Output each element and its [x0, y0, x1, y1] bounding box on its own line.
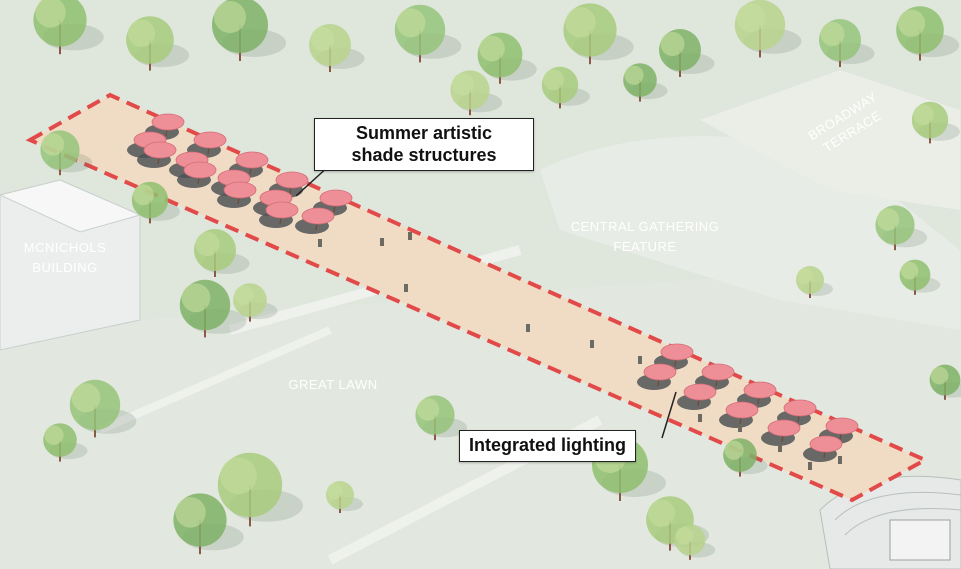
- tree-highlight: [195, 232, 220, 256]
- broadway-terrace-area: [700, 70, 960, 210]
- light-fixture: [838, 456, 842, 464]
- tree-highlight: [214, 1, 246, 33]
- umbrella-canopy: [301, 207, 335, 225]
- light-fixture: [408, 232, 412, 240]
- light-fixture: [778, 444, 782, 452]
- tree-highlight: [897, 9, 926, 37]
- tree-highlight: [660, 32, 685, 56]
- shade-callout-line2: shade structures: [351, 144, 497, 165]
- tree-highlight: [310, 27, 335, 51]
- tree-highlight: [724, 440, 744, 460]
- tree-highlight: [127, 19, 156, 47]
- mcnichols-label-line2: BUILDING: [32, 260, 97, 275]
- walkway: [98, 326, 332, 434]
- tree-highlight: [327, 483, 343, 499]
- light-fixture: [380, 238, 384, 246]
- tree-highlight: [396, 8, 426, 38]
- central-gathering-label-line2: FEATURE: [613, 239, 676, 254]
- umbrella-canopy: [151, 113, 185, 131]
- shade-structures: [127, 113, 859, 462]
- tree-highlight: [543, 69, 564, 91]
- umbrella-canopy: [783, 399, 817, 417]
- tree-highlight: [220, 457, 257, 495]
- tree-highlight: [913, 104, 934, 126]
- umbrella-canopy: [183, 161, 217, 179]
- tree-highlight: [451, 73, 475, 96]
- tree-highlight: [675, 526, 694, 545]
- tree-highlight: [35, 0, 66, 28]
- light-fixture: [638, 356, 642, 364]
- tree-highlight: [133, 184, 154, 206]
- tree-highlight: [181, 283, 211, 313]
- umbrella-canopy: [825, 417, 859, 435]
- light-fixture: [738, 424, 742, 432]
- tree-highlight: [797, 268, 813, 284]
- umbrella-canopy: [683, 383, 717, 401]
- light-posts: [318, 232, 842, 470]
- tree-highlight: [234, 285, 254, 305]
- light-fixture: [808, 462, 812, 470]
- shade-callout-line1: Summer artistic: [355, 123, 493, 143]
- light-fixture: [590, 340, 594, 348]
- umbrella-canopy: [319, 189, 353, 207]
- tree-highlight: [647, 499, 676, 527]
- tree-highlight: [41, 133, 65, 156]
- tree-highlight: [44, 425, 64, 445]
- umbrella-canopy: [809, 435, 843, 453]
- light-fixture: [318, 239, 322, 247]
- umbrella-canopy: [701, 363, 735, 381]
- promenade-boundary: [25, 92, 930, 503]
- tree-highlight: [876, 208, 900, 231]
- umbrella-canopy: [143, 141, 177, 159]
- umbrella-canopy: [265, 201, 299, 219]
- tree-highlight: [71, 383, 101, 413]
- light-fixture: [526, 324, 530, 332]
- tree-highlight: [624, 65, 644, 85]
- umbrella-canopy: [193, 131, 227, 149]
- tree-highlight: [416, 398, 440, 421]
- tree-highlight: [930, 366, 949, 385]
- central-gathering-label-line1: CENTRAL GATHERING: [571, 219, 720, 234]
- mcnichols-label-line1: MCNICHOLS: [24, 240, 107, 255]
- umbrella-canopy: [743, 381, 777, 399]
- lighting-callout-leader: [661, 391, 677, 439]
- tree-highlight: [175, 497, 206, 528]
- umbrella-canopy: [643, 363, 677, 381]
- shade-structures-callout: Summer artistic shade structures: [314, 118, 534, 172]
- umbrella-canopy: [767, 419, 801, 437]
- tree-highlight: [900, 261, 919, 280]
- light-fixture: [698, 414, 702, 422]
- umbrella-canopy: [275, 171, 309, 189]
- umbrella-canopy: [660, 343, 694, 361]
- mcnichols-building: [0, 179, 142, 351]
- tree-highlight: [820, 22, 845, 46]
- integrated-lighting-callout: Integrated lighting: [459, 430, 636, 462]
- tree-highlight: [479, 35, 505, 62]
- tree-highlight: [565, 7, 596, 38]
- umbrella-canopy: [223, 181, 257, 199]
- umbrella-canopy: [725, 401, 759, 419]
- umbrella-canopy: [235, 151, 269, 169]
- light-fixture: [404, 284, 408, 292]
- great-lawn-label: GREAT LAWN: [288, 377, 377, 392]
- tree-highlight: [736, 3, 766, 33]
